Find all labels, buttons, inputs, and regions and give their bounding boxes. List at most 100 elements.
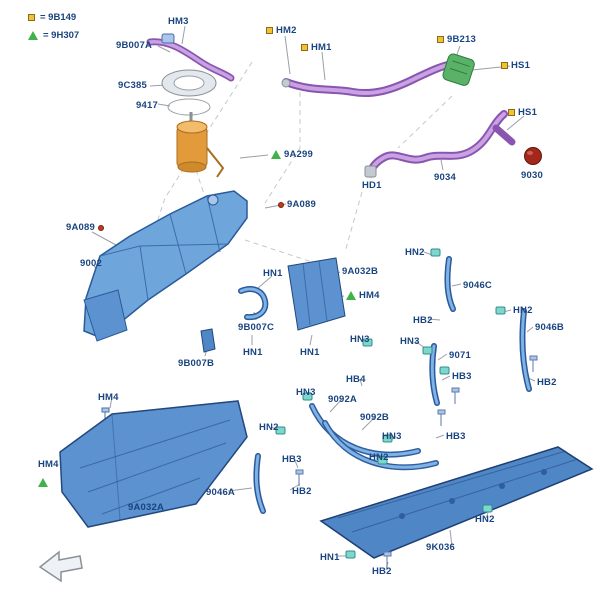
part-number-text: HN2 <box>259 422 279 433</box>
part-label-hb2-45: HB2 <box>292 486 312 497</box>
part-number-text: HD1 <box>362 180 382 191</box>
part-label-9a032a-46: 9A032A <box>128 502 164 513</box>
part-number-text: HB2 <box>372 566 392 577</box>
yellow-square-icon <box>301 44 308 51</box>
hd1-fitting-shape <box>364 165 377 178</box>
part-number-text: HN1 <box>263 268 283 279</box>
part-label-9b007a-1: 9B007A <box>116 40 152 51</box>
strap-9092b-shape <box>322 420 439 471</box>
part-number-text: 9046C <box>463 280 492 291</box>
part-label-hm4-39: HM4 <box>98 392 119 403</box>
part-number-text: HN3 <box>382 431 402 442</box>
filler-connector-shape <box>442 53 475 86</box>
part-number-text: HN3 <box>350 334 370 345</box>
legend-label: = 9B149 <box>40 12 77 23</box>
part-number-text: 9B213 <box>447 34 476 45</box>
part-label-hd1-10: HD1 <box>362 180 382 191</box>
part-number-text: 9046A <box>206 487 235 498</box>
part-number-text: 9A032A <box>128 502 165 513</box>
part-label-hn3-34: HN3 <box>296 387 316 398</box>
direction-arrow-icon <box>38 550 83 583</box>
part-label-hb3-31: HB3 <box>452 371 472 382</box>
part-number-text: 9030 <box>521 170 543 181</box>
part-label-9071-30: 9071 <box>449 350 471 361</box>
part-label-9k036-49: 9K036 <box>426 542 455 553</box>
part-number-text: 9002 <box>80 258 102 269</box>
part-number-text: 9A089 <box>66 222 95 233</box>
part-label-9092b-36: 9092B <box>360 412 389 423</box>
part-number-text: 9A089 <box>287 199 316 210</box>
red-dot-icon <box>98 224 104 231</box>
bracket-9b007c-shape <box>238 286 269 321</box>
part-label-hn2-47: HN2 <box>475 514 495 525</box>
green-triangle-icon <box>271 150 281 159</box>
part-number-text: HB3 <box>452 371 472 382</box>
bracket-9b007b-shape <box>200 328 216 353</box>
part-label-9b007c-19: 9B007C <box>238 322 274 333</box>
green-triangle-icon <box>38 478 48 487</box>
legend-label: = 9H307 <box>43 30 80 41</box>
part-label-hm1-3: HM1 <box>301 42 332 53</box>
part-number-text: HB4 <box>346 374 366 385</box>
part-label-9b007b-21: 9B007B <box>178 358 214 369</box>
part-number-text: 9B007C <box>238 322 275 333</box>
part-label-hs1-5: HS1 <box>501 60 530 71</box>
part-number-text: HN2 <box>369 452 389 463</box>
part-number-text: HS1 <box>511 60 531 71</box>
part-label-hn2-40: HN2 <box>259 422 279 433</box>
part-number-text: HN2 <box>513 305 533 316</box>
legend: = 9B149 = 9H307 <box>28 12 79 41</box>
part-label-9a089-14: 9A089 <box>66 222 104 233</box>
legend-item-9h307: = 9H307 <box>28 30 79 41</box>
bracket-9046a-shape <box>253 453 266 514</box>
part-label-hn2-42: HN2 <box>369 452 389 463</box>
yellow-square-icon <box>437 36 444 43</box>
bracket-9046b-shape <box>519 308 532 392</box>
part-number-text: 9A299 <box>284 149 313 160</box>
part-number-text: 9B007A <box>116 40 153 51</box>
part-number-text: HB3 <box>446 431 466 442</box>
part-number-text: HB2 <box>413 315 433 326</box>
part-number-text: HM2 <box>276 25 297 36</box>
part-label-9030-12: 9030 <box>521 170 543 181</box>
part-number-text: HN2 <box>405 247 425 258</box>
part-number-text: HN1 <box>320 552 340 563</box>
green-triangle-icon <box>28 31 38 40</box>
skid-plate-9a032a-shape <box>59 400 248 528</box>
part-label-hm2-2: HM2 <box>266 25 297 36</box>
part-number-text: 9046B <box>535 322 564 333</box>
clip-nut-shapes <box>275 248 506 559</box>
part-label-9092a-35: 9092A <box>328 394 357 405</box>
part-label-hn2-23: HN2 <box>405 247 425 258</box>
vent-tube-shape <box>364 110 516 178</box>
part-number-text: HN3 <box>400 336 420 347</box>
legend-item-9b149: = 9B149 <box>28 12 79 23</box>
yellow-square-icon <box>28 14 35 21</box>
part-label-hm3-0: HM3 <box>168 16 189 27</box>
part-label-hb2-33: HB2 <box>537 377 557 388</box>
part-label-hn1-48: HN1 <box>320 552 340 563</box>
part-label-9002-15: 9002 <box>80 258 102 269</box>
part-label-9a032b-17: 9A032B <box>342 266 378 277</box>
part-label-hm4-43: HM4 <box>38 459 59 487</box>
part-label-hn1-22: HN1 <box>300 347 320 358</box>
filler-tube-main-shape <box>281 53 475 97</box>
part-label-9046c-24: 9046C <box>463 280 492 291</box>
part-number-text: 9K036 <box>426 542 455 553</box>
part-label-hb3-38: HB3 <box>446 431 466 442</box>
part-number-text: HN1 <box>243 347 263 358</box>
skid-plate-9a032b-shape <box>287 257 346 331</box>
part-label-hm4-18: HM4 <box>346 290 380 301</box>
part-label-9034-11: 9034 <box>434 172 456 183</box>
part-label-9a299-9: 9A299 <box>271 149 313 160</box>
part-number-text: HM4 <box>98 392 119 403</box>
part-label-hb2-50: HB2 <box>372 566 392 577</box>
part-label-hn2-26: HN2 <box>513 305 533 316</box>
part-number-text: 9092B <box>360 412 389 423</box>
yellow-square-icon <box>508 109 515 116</box>
part-label-hn3-37: HN3 <box>382 431 402 442</box>
part-label-9b213-4: 9B213 <box>437 34 476 45</box>
part-number-text: HN1 <box>300 347 320 358</box>
